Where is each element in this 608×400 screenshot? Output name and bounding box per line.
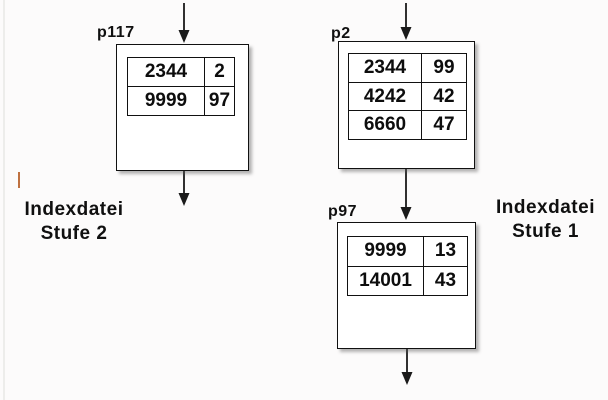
table-row: 14001 43 bbox=[348, 266, 467, 295]
page-edge-line bbox=[3, 0, 5, 400]
pointer-cell: 47 bbox=[433, 114, 455, 136]
index-file-level-1-line2: Stufe 1 bbox=[512, 221, 579, 242]
key-cell: 4242 bbox=[349, 82, 422, 111]
index-file-level-1-line1: Indexdatei bbox=[496, 197, 595, 218]
node-label-p97: p97 bbox=[328, 203, 358, 220]
pointer-cell: 97 bbox=[208, 90, 231, 111]
table-row: 2344 2 bbox=[128, 58, 234, 87]
index-file-level-2-line1: Indexdatei bbox=[24, 199, 124, 220]
key-cell: 2344 bbox=[128, 58, 205, 86]
pointer-cell: 43 bbox=[434, 269, 457, 291]
arrow-into-p2-icon bbox=[400, 3, 412, 40]
pointer-cell: 2 bbox=[214, 61, 225, 82]
key-cell: 2344 bbox=[349, 54, 422, 82]
table-row: 9999 13 bbox=[348, 237, 467, 267]
index-table-p97: 9999 13 14001 43 bbox=[347, 236, 468, 296]
arrow-out-of-p97-icon bbox=[401, 349, 413, 385]
index-file-level-2-line2: Stufe 2 bbox=[40, 223, 108, 244]
pointer-cell: 42 bbox=[433, 85, 455, 107]
pointer-cell: 99 bbox=[433, 56, 455, 78]
key-cell: 14001 bbox=[348, 266, 424, 295]
index-file-level-1-label: Indexdatei Stufe 1 bbox=[485, 196, 606, 244]
pointer-cell: 13 bbox=[434, 240, 457, 262]
key-cell: 6660 bbox=[349, 111, 422, 140]
node-label-p117: p117 bbox=[97, 24, 135, 41]
node-label-p2: p2 bbox=[331, 25, 351, 42]
table-row: 2344 99 bbox=[349, 54, 466, 83]
key-cell: 9999 bbox=[348, 237, 424, 266]
arrow-p2-to-p97-icon bbox=[400, 169, 412, 220]
key-cell: 9999 bbox=[128, 87, 205, 115]
table-row: 6660 47 bbox=[349, 111, 466, 140]
index-file-level-2-label: Indexdatei Stufe 2 bbox=[10, 198, 138, 246]
arrow-into-p117-icon bbox=[178, 3, 190, 43]
scan-artifact-mark bbox=[18, 172, 20, 188]
arrow-out-of-p117-icon bbox=[178, 171, 190, 206]
node-box-p97: 9999 13 14001 43 bbox=[337, 222, 476, 349]
